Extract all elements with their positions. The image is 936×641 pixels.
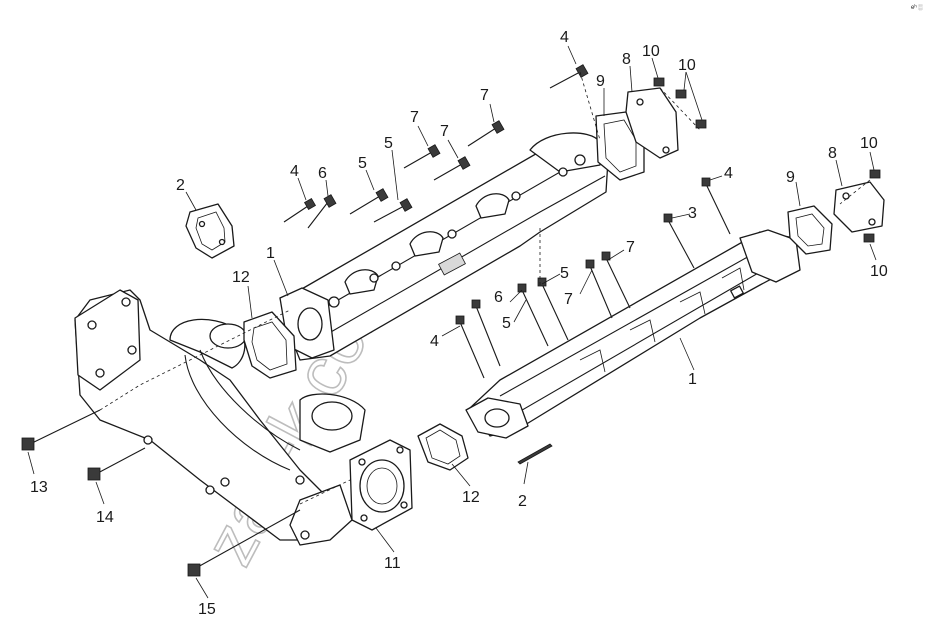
- callout-10: 10: [870, 263, 888, 280]
- callout-12: 12: [232, 269, 250, 286]
- leader-lines: [27, 45, 877, 599]
- bolts-and-studs: [21, 64, 881, 577]
- callout-7: 7: [626, 239, 635, 256]
- callout-9: 9: [596, 73, 605, 90]
- callout-3: 3: [688, 205, 697, 222]
- callout-15: 15: [198, 601, 216, 618]
- callout-13: 13: [30, 479, 48, 496]
- callout-10: 10: [678, 57, 696, 74]
- callout-14: 14: [96, 509, 114, 526]
- callout-7: 7: [440, 123, 449, 140]
- callout-4: 4: [560, 29, 569, 46]
- callout-1: 1: [266, 245, 275, 262]
- callout-10: 10: [860, 135, 878, 152]
- assembly-lines: [99, 71, 871, 505]
- callout-6: 6: [494, 289, 503, 306]
- callout-5: 5: [502, 315, 511, 332]
- callout-12: 12: [462, 489, 480, 506]
- corner-mark: eʰ ░: [911, 4, 923, 11]
- callout-numbers: 2 1 12 4 6 5 5 7 7 7 4 9 8 10 10 4 3 9 8…: [30, 29, 888, 618]
- callout-1: 1: [688, 371, 697, 388]
- callout-2: 2: [518, 493, 527, 510]
- callout-4: 4: [430, 333, 439, 350]
- callout-5: 5: [384, 135, 393, 152]
- upper-manifold: [279, 132, 609, 361]
- callout-7: 7: [410, 109, 419, 126]
- callout-8: 8: [622, 51, 631, 68]
- callout-6: 6: [318, 165, 327, 182]
- cover-plates: [625, 87, 885, 233]
- callout-9: 9: [786, 169, 795, 186]
- turbo-elbow-assembly: [74, 289, 413, 546]
- callout-5: 5: [560, 265, 569, 282]
- callout-7: 7: [480, 87, 489, 104]
- callout-11: 11: [384, 555, 401, 572]
- lower-manifold: [465, 229, 801, 439]
- callout-5: 5: [358, 155, 367, 172]
- callout-2: 2: [176, 177, 185, 194]
- callout-7: 7: [564, 291, 573, 308]
- callout-4: 4: [290, 163, 299, 180]
- callout-4: 4: [724, 165, 733, 182]
- callout-10: 10: [642, 43, 660, 60]
- callout-8: 8: [828, 145, 837, 162]
